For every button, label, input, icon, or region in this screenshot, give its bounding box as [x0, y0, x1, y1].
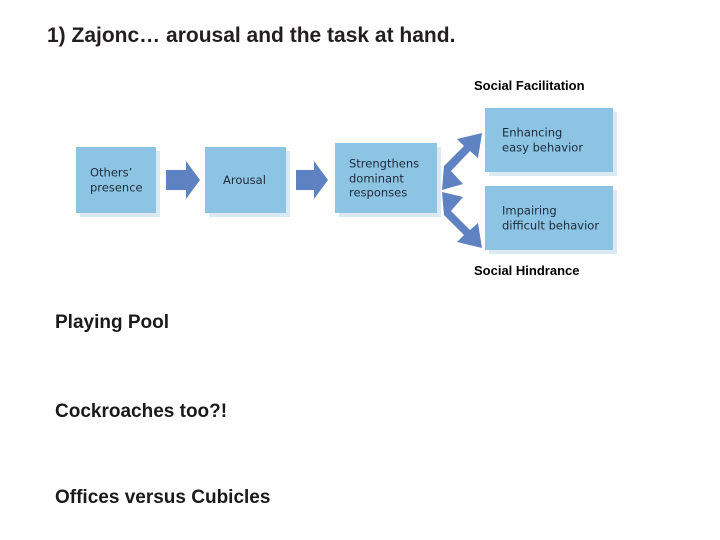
arrow-down-right-icon	[442, 192, 482, 248]
slide-title: 1) Zajonc… arousal and the task at hand.	[47, 24, 456, 47]
diagram-box-label: Impairing difficult behavior	[502, 203, 600, 233]
diagram-box-enhancing-easy-behavior: Enhancing easy behavior	[485, 108, 613, 172]
body-line-cockroaches: Cockroaches too?!	[55, 401, 228, 422]
body-line-playing-pool: Playing Pool	[55, 312, 170, 333]
arrow-right-icon-1	[166, 161, 200, 199]
diagram-box-impairing-difficult-behavior: Impairing difficult behavior	[485, 186, 613, 250]
diagram-box-label: Arousal	[223, 172, 266, 187]
diagram-box-others-presence: Others’ presence	[76, 147, 156, 213]
caption-social-hindrance: Social Hindrance	[474, 263, 580, 278]
diagram-box-label: Strengthens dominant responses	[349, 156, 420, 200]
body-line-offices-versus-cubicles: Offices versus Cubicles	[55, 487, 271, 508]
diagram-box-arousal: Arousal	[205, 147, 286, 213]
social-facilitation-diagram: Others’ presence Arousal Strengthens dom…	[76, 108, 613, 250]
arrow-right-icon-2	[296, 161, 328, 199]
diagram-box-label: Enhancing easy behavior	[502, 125, 584, 155]
caption-social-facilitation: Social Facilitation	[474, 78, 585, 93]
arrow-up-right-icon	[442, 133, 482, 190]
diagram-box-label: Others’ presence	[90, 165, 143, 195]
diagram-box-strengthens-dominant-responses: Strengthens dominant responses	[335, 143, 437, 213]
